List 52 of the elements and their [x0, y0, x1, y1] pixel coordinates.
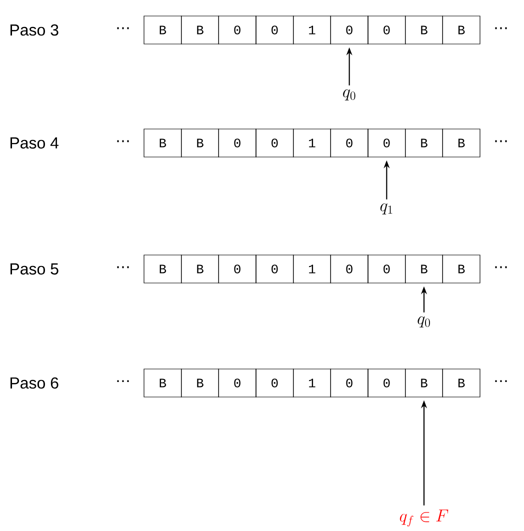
tape-cell: 0 — [368, 16, 406, 44]
ellipsis: ⋯ — [117, 140, 129, 142]
step-label: Paso 6 — [10, 377, 58, 389]
ellipsis: ⋯ — [495, 380, 507, 382]
tape-cell: B — [181, 128, 219, 158]
tape-cell: 0 — [330, 368, 368, 398]
tape-cell: B — [144, 254, 182, 284]
tape-cell: 1 — [293, 368, 331, 398]
state-label: $q_0$ — [343, 89, 356, 100]
ellipsis: ⋯ — [117, 27, 129, 30]
state-label: $q_1$ — [380, 203, 392, 214]
state-label: $q_f \in F$ — [400, 510, 448, 526]
tape-cell: B — [405, 368, 443, 398]
state-label: $q_0$ — [418, 316, 430, 328]
step-label: Paso 5 — [10, 263, 58, 275]
tape-cell: 0 — [218, 368, 256, 398]
tape-cell: 0 — [256, 254, 294, 284]
step-label: Paso 4 — [10, 137, 59, 149]
tape-cell: 1 — [293, 254, 331, 284]
tape-cell: 1 — [293, 16, 331, 44]
tape-cell: B — [181, 368, 219, 398]
tape-cell: 0 — [218, 254, 256, 284]
ellipsis: ⋯ — [495, 140, 507, 142]
ellipsis: ⋯ — [495, 266, 507, 268]
tape-cell: 0 — [218, 128, 256, 158]
tape-cell: 0 — [368, 128, 406, 158]
tape-cell: B — [181, 16, 219, 44]
tape-cell: B — [144, 128, 182, 158]
tape-cell: B — [442, 368, 480, 398]
ellipsis: ⋯ — [495, 27, 507, 30]
tape-cell: B — [442, 16, 480, 44]
ellipsis: ⋯ — [117, 266, 129, 268]
tape-cell: B — [144, 16, 182, 44]
tape-cell: 0 — [218, 16, 256, 44]
tape-cell: 0 — [368, 368, 406, 398]
tape-cell: 0 — [256, 16, 294, 44]
tape-cell: 0 — [368, 254, 406, 284]
tape-cell: 0 — [330, 128, 368, 158]
tape-cell: 0 — [256, 368, 294, 398]
tape-cell: 0 — [330, 254, 368, 284]
tape-cell: B — [405, 128, 443, 158]
tape-cell: B — [442, 128, 480, 158]
tape-cell: B — [405, 16, 443, 44]
tape-cell: 0 — [330, 16, 368, 44]
tape-cell: 1 — [293, 128, 331, 158]
step-label: Paso 3 — [10, 24, 58, 36]
tape-cell: B — [405, 254, 443, 284]
tape-cell: B — [442, 254, 480, 284]
tape-cell: 0 — [256, 128, 294, 158]
tape-cell: B — [181, 254, 219, 284]
tape-cell: B — [144, 368, 182, 398]
ellipsis: ⋯ — [117, 380, 129, 382]
